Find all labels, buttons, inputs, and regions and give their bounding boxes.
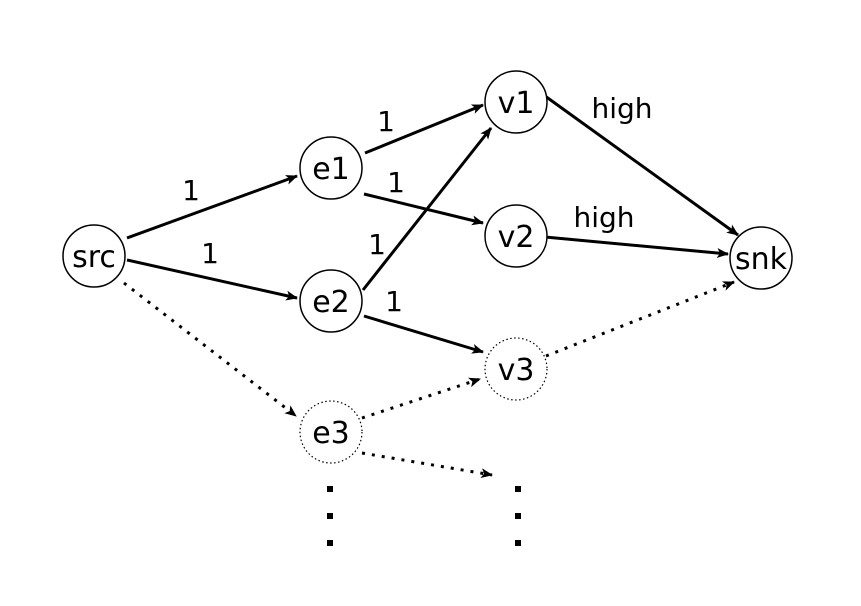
node-e2-label: e2	[312, 285, 350, 320]
node-src-label: src	[72, 240, 116, 275]
node-v1-label: v1	[498, 86, 535, 121]
edge-label-e2-v3: 1	[385, 285, 403, 318]
edge-label-v1-snk: high	[591, 92, 652, 125]
node-e3-label: e3	[312, 416, 350, 451]
edge-e3-continuation	[361, 451, 493, 479]
node-v3-label: v3	[498, 353, 535, 388]
node-snk: snk	[729, 226, 793, 290]
edge-label-e2-v1: 1	[368, 228, 386, 261]
node-e3: e3	[299, 400, 363, 464]
edge-e1-v1	[364, 103, 484, 155]
edge-src-e2	[126, 258, 298, 301]
edge-src-e3	[123, 281, 297, 418]
edge-v3-snk	[545, 280, 735, 358]
edge-label-v2-snk: high	[573, 201, 634, 234]
node-v2: v2	[484, 204, 548, 268]
edge-v2-snk	[544, 235, 729, 258]
edge-e2-v1	[361, 127, 493, 291]
edge-label-src-e1: 1	[182, 174, 200, 207]
node-v3: v3	[484, 337, 548, 401]
edge-src-e1	[126, 174, 298, 240]
continuation-dots-left	[327, 486, 333, 546]
node-e2: e2	[299, 269, 363, 333]
node-e1: e1	[299, 136, 363, 200]
node-v1: v1	[484, 70, 548, 134]
node-snk-label: snk	[735, 242, 788, 277]
edge-e3-v3	[361, 377, 481, 420]
node-e1-label: e1	[312, 152, 350, 187]
edge-label-e1-v1: 1	[377, 105, 395, 138]
continuation-dots-right	[515, 486, 521, 546]
edge-label-e1-v2: 1	[387, 166, 405, 199]
edge-e1-v2	[363, 192, 484, 226]
node-src: src	[62, 224, 126, 288]
edge-v1-snk	[544, 94, 739, 237]
node-v2-label: v2	[498, 220, 535, 255]
edge-e2-v3	[363, 314, 484, 354]
edge-label-src-e2: 1	[201, 237, 219, 270]
